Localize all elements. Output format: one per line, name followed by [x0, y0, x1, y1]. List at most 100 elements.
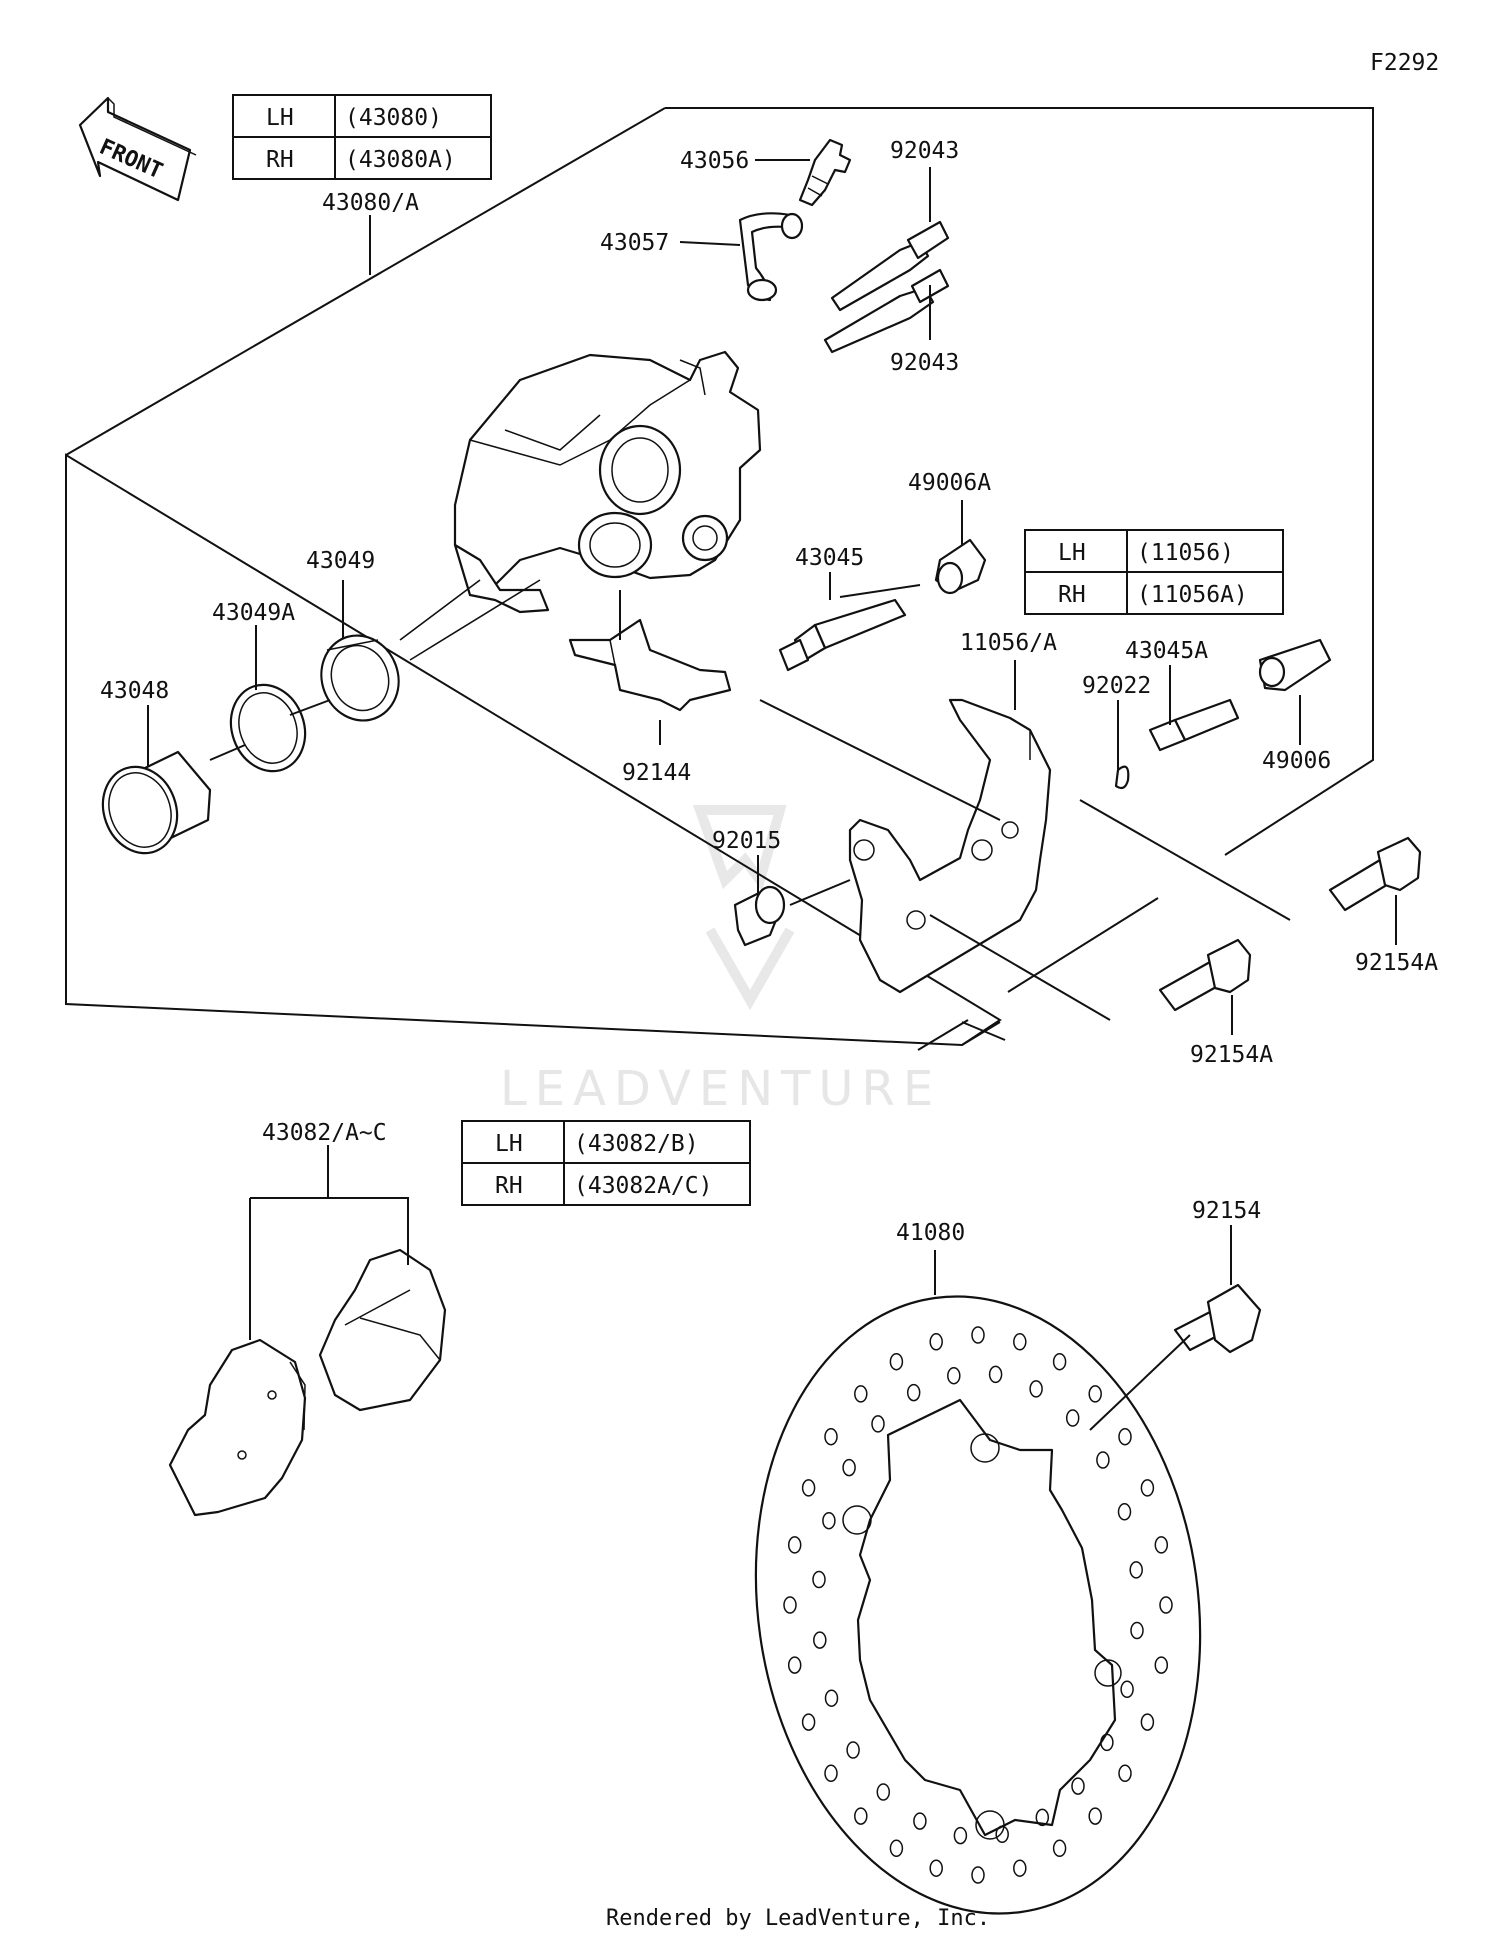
table-cell-part: (43082A/C)	[574, 1173, 712, 1199]
disc-vent-hole	[1013, 1333, 1027, 1351]
slide-pin-upper	[830, 220, 950, 312]
disc-vent-hole	[988, 1365, 1003, 1384]
callout-43048: 43048	[100, 678, 169, 704]
disc-vent-hole	[1140, 1713, 1155, 1731]
disc-vent-hole	[813, 1631, 827, 1649]
callout-43049: 43049	[306, 548, 375, 574]
disc-vent-hole	[787, 1536, 802, 1554]
disc-vent-hole	[1130, 1621, 1144, 1640]
disc-vent-hole	[854, 1807, 868, 1825]
callout-92154: 92154	[1192, 1198, 1261, 1224]
caliper-holder	[848, 698, 1052, 994]
footer-credit: Rendered by LeadVenture, Inc.	[606, 1906, 990, 1931]
callout-92043-upper: 92043	[890, 138, 959, 164]
disc-vent-hole	[1159, 1596, 1173, 1614]
disc-vent-hole	[929, 1859, 943, 1877]
brake-disc	[754, 1295, 1202, 1915]
disc-vent-hole	[1071, 1777, 1085, 1795]
bleeder-cap	[738, 212, 804, 302]
disc-vent-hole	[822, 1511, 836, 1530]
disc-vent-hole	[1065, 1409, 1080, 1427]
disc-vent-hole	[854, 1385, 868, 1403]
disc-vent-hole	[1088, 1385, 1102, 1403]
callout-11056A: 11056/A	[960, 630, 1057, 656]
disc-vent-hole	[1052, 1839, 1067, 1858]
disc-vent-hole	[947, 1366, 961, 1385]
callout-43045A: 43045A	[1125, 638, 1208, 664]
piston	[101, 750, 212, 855]
watermark: LEADVENTURE	[500, 805, 941, 1117]
watermark-text: LEADVENTURE	[500, 1061, 941, 1117]
callout-92154A-lower: 92154A	[1190, 1042, 1273, 1068]
bracket-pin	[778, 598, 907, 672]
callout-92154A-upper: 92154A	[1355, 950, 1438, 976]
disc-vent-hole	[783, 1596, 797, 1614]
bushing	[733, 885, 786, 947]
disc-vent-hole	[846, 1741, 860, 1759]
brake-pad-rear	[168, 1338, 307, 1517]
disc-bolt	[1173, 1283, 1262, 1354]
table-cell-part: (11056)	[1137, 540, 1234, 566]
disc-vent-hole	[824, 1689, 839, 1707]
disc-vent-hole	[1035, 1808, 1050, 1827]
callout-43049A: 43049A	[212, 600, 295, 626]
piston-seal	[320, 634, 400, 722]
disc-vent-hole	[889, 1839, 904, 1858]
disc-vent-hole	[1013, 1859, 1027, 1877]
callout-43080A: 43080/A	[322, 190, 419, 216]
table-cell-side: LH	[1058, 540, 1086, 566]
table-cell-side: RH	[266, 147, 294, 173]
front-arrow-icon: FRONT	[78, 96, 197, 202]
pin-boot-a	[934, 538, 987, 595]
disc-vent-hole	[1140, 1479, 1155, 1497]
disc-vent-hole	[1120, 1680, 1134, 1699]
disc-vent-hole	[971, 1866, 985, 1884]
diagram-id: F2292	[1370, 50, 1439, 76]
disc-vent-hole	[1118, 1427, 1132, 1446]
disc-vent-hole	[824, 1764, 838, 1783]
disc-vent-hole	[1100, 1733, 1114, 1752]
caliper-body	[453, 350, 762, 614]
leader-lines	[147, 159, 1397, 1431]
disc-vent-hole	[1154, 1536, 1169, 1554]
bleeder-valve	[798, 138, 852, 207]
disc-vent-hole	[906, 1383, 921, 1402]
bolt-lower	[1158, 938, 1252, 1012]
callout-92015: 92015	[712, 828, 781, 854]
callout-41080: 41080	[896, 1220, 965, 1246]
table-cell-side: LH	[266, 105, 294, 131]
disc-vent-hole	[1117, 1503, 1132, 1521]
disc-vent-hole	[824, 1427, 838, 1446]
disc-vent-hole	[913, 1812, 927, 1830]
disc-vent-hole	[1052, 1352, 1067, 1371]
table-cell-side: LH	[495, 1131, 523, 1157]
table-cell-side: RH	[495, 1173, 523, 1199]
disc-vent-hole	[995, 1825, 1009, 1844]
pin-boot	[1258, 638, 1332, 692]
callout-49006: 49006	[1262, 748, 1331, 774]
disc-holes	[783, 1326, 1173, 1884]
callout-43045: 43045	[795, 545, 864, 571]
callout-43082AC: 43082/A~C	[262, 1120, 387, 1146]
disc-vent-hole	[812, 1570, 826, 1589]
bracket-pin-a	[1148, 698, 1240, 752]
disc-vent-hole	[1096, 1451, 1110, 1469]
disc-vent-hole	[801, 1713, 816, 1731]
disc-vent-hole	[1118, 1764, 1132, 1783]
disc-vent-hole	[971, 1326, 985, 1344]
disc-vent-hole	[1088, 1807, 1102, 1825]
disc-vent-hole	[801, 1479, 816, 1497]
bolt-upper	[1328, 836, 1422, 912]
pads-side-table: LH (43082/B) RH (43082A/C)	[461, 1120, 751, 1206]
disc-vent-hole	[842, 1458, 856, 1477]
callout-49006A: 49006A	[908, 470, 991, 496]
callout-92043-lower: 92043	[890, 350, 959, 376]
caliper-assembly-outline	[65, 107, 1374, 1051]
circlip	[1114, 765, 1130, 790]
table-cell-part: (43082/B)	[574, 1131, 699, 1157]
table-cell-part: (43080A)	[345, 147, 456, 173]
pad-spring	[568, 618, 732, 712]
disc-vent-hole	[871, 1415, 885, 1433]
